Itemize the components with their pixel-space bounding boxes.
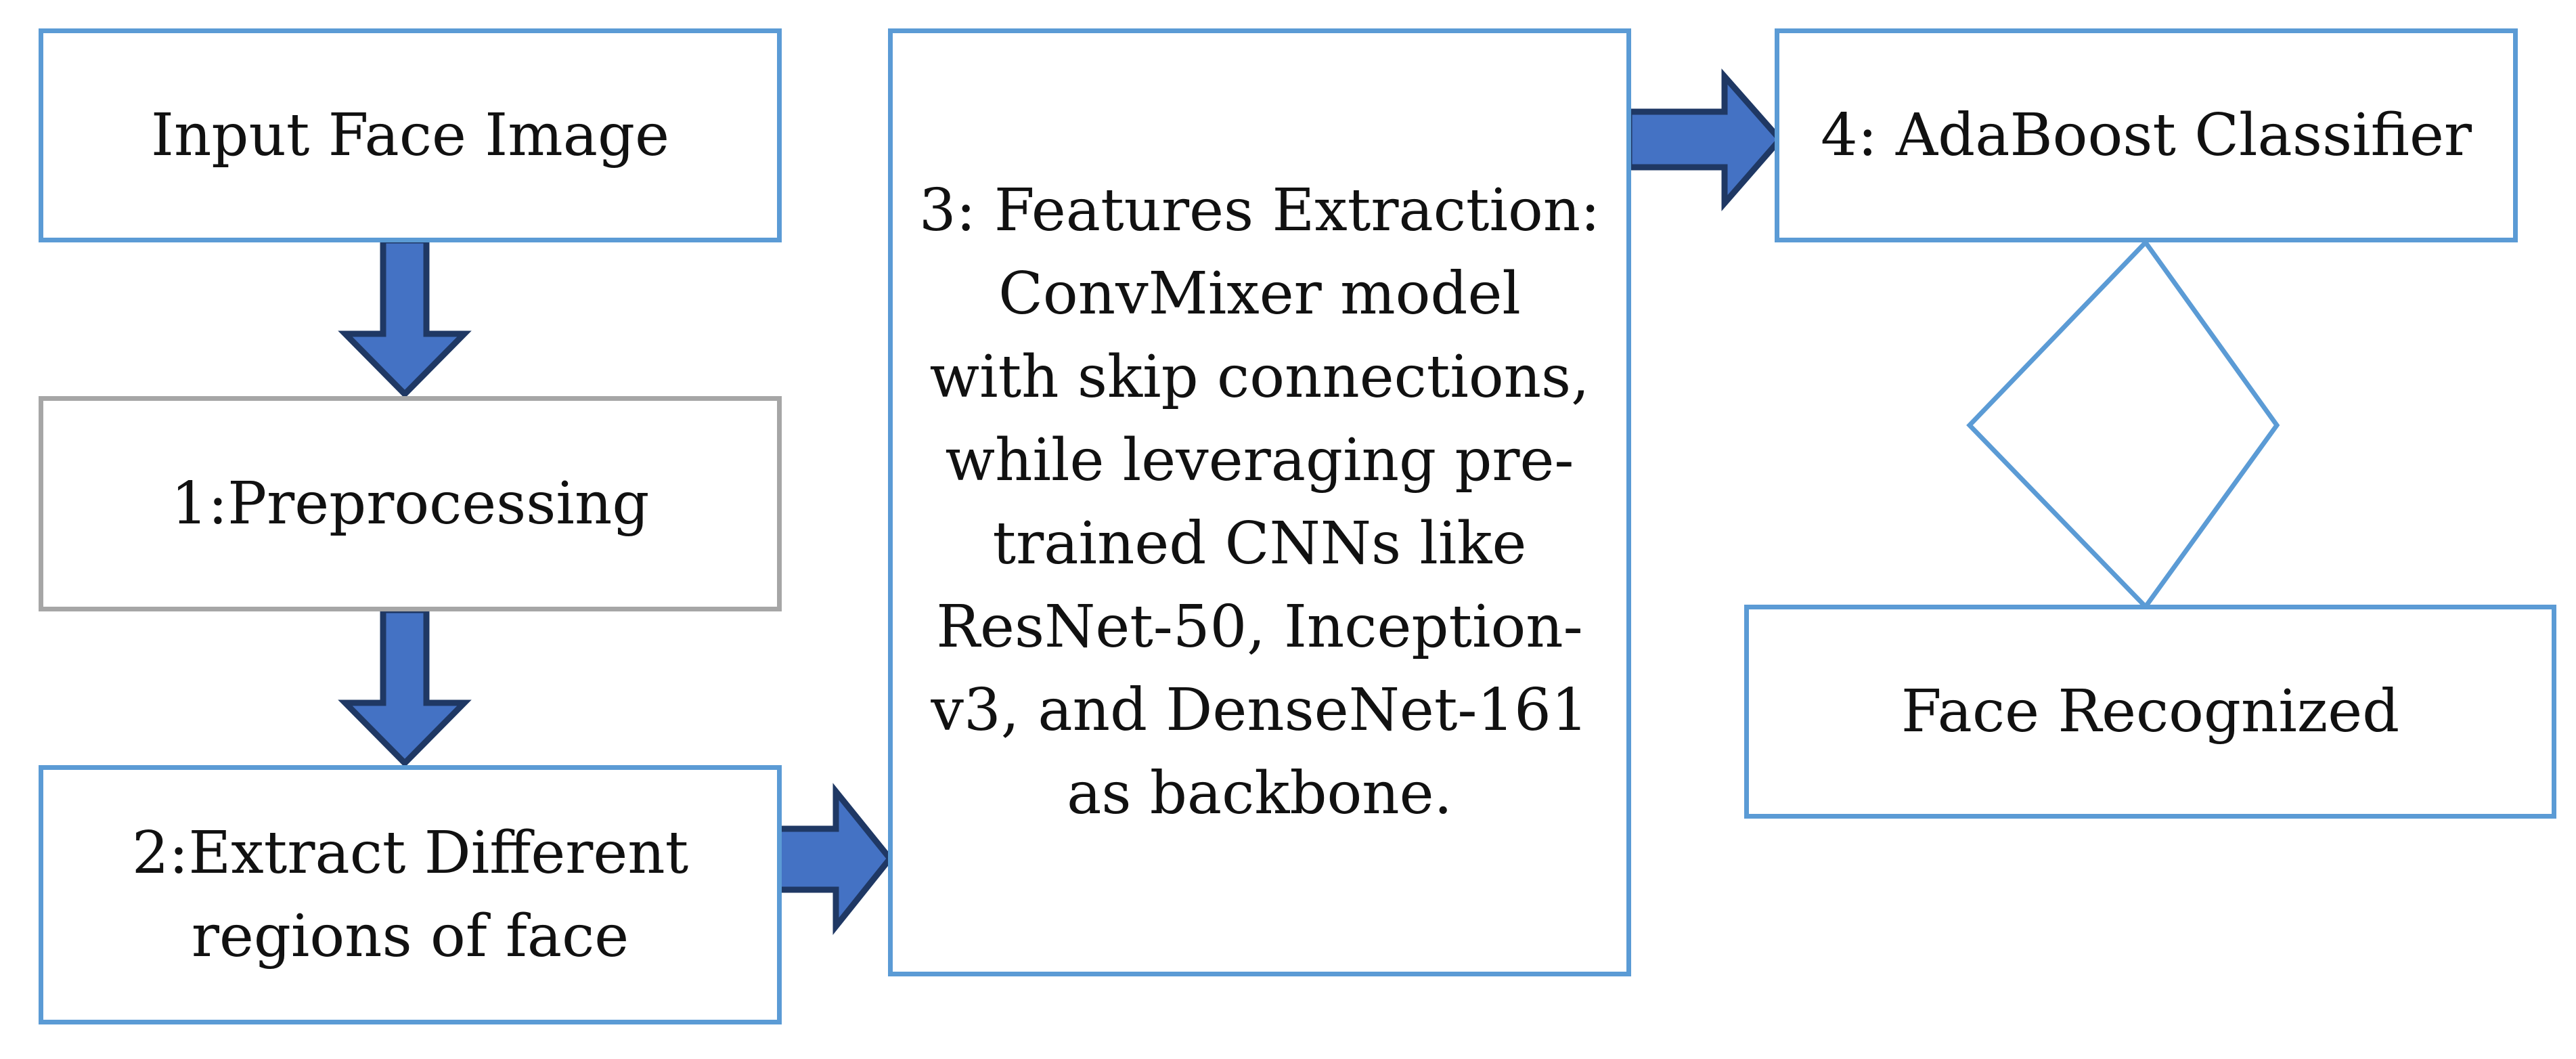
- adaboost-classifier-box: 4: AdaBoost Classifier: [1775, 28, 2518, 242]
- decision-diamond: [1966, 238, 2280, 611]
- face-recognized-label: Face Recognized: [1901, 677, 2400, 745]
- extract-regions-label: 2:Extract Different regions of face: [131, 819, 689, 970]
- adaboost-classifier-label: 4: AdaBoost Classifier: [1821, 101, 2472, 169]
- features-extraction-label: 3: Features Extraction: ConvMixer model …: [918, 177, 1601, 827]
- arrow-extract-to-features: [775, 783, 894, 935]
- arrow-preprocessing-to-extract: [338, 607, 472, 768]
- preprocessing-box: 1:Preprocessing: [39, 396, 782, 611]
- input-face-image-label: Input Face Image: [151, 101, 669, 169]
- extract-regions-box: 2:Extract Different regions of face: [39, 765, 782, 1024]
- features-extraction-box: 3: Features Extraction: ConvMixer model …: [888, 28, 1631, 976]
- face-recognized-box: Face Recognized: [1744, 605, 2556, 819]
- arrow-input-to-preprocessing: [338, 237, 472, 399]
- arrow-features-to-adaboost: [1626, 68, 1784, 212]
- input-face-image-box: Input Face Image: [39, 28, 782, 242]
- preprocessing-label: 1:Preprocessing: [171, 469, 650, 538]
